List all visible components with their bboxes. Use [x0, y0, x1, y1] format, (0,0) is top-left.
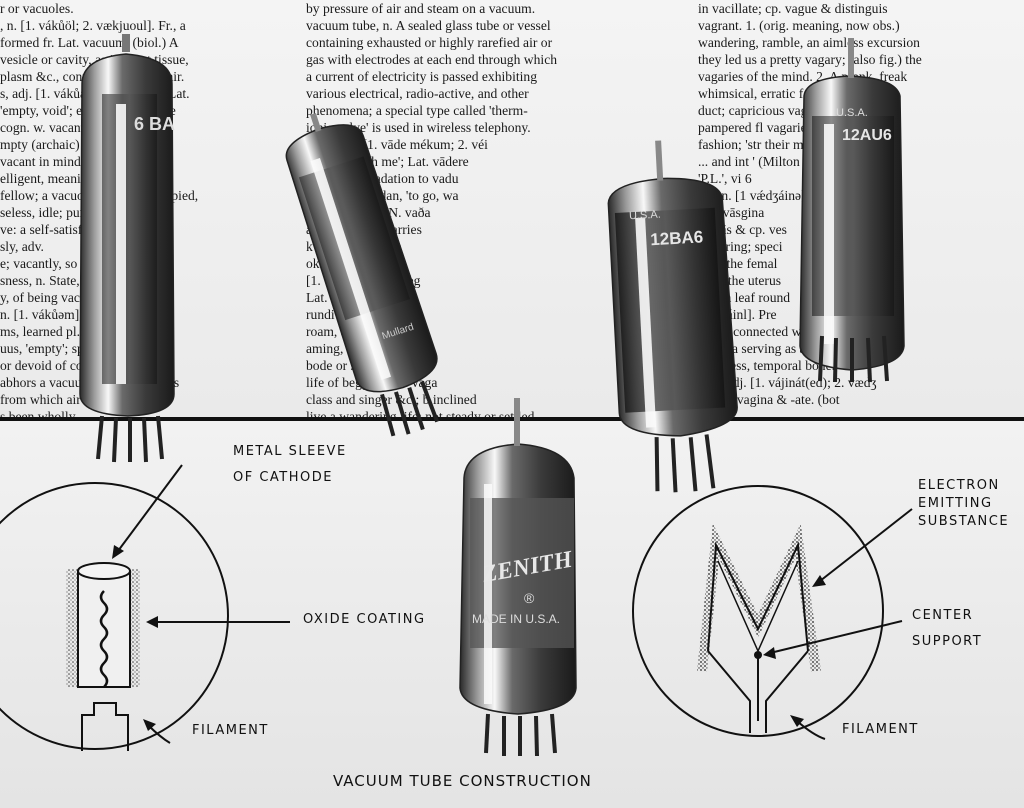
tube3-brand: U.S.A.: [629, 209, 661, 223]
dictionary-line: a current of electricity is passed exhib…: [306, 69, 538, 84]
dictionary-line: ina, n. [1 vǽdʒáinə]. Lat: [698, 188, 831, 203]
dictionary-line: they led us a pretty vagary; (also fig.)…: [698, 52, 922, 67]
label-oxide-coating: OXIDE COATING: [303, 612, 426, 627]
label-electron-2: EMITTING: [918, 496, 993, 511]
tube5-origin: MADE IN U.S.A.: [472, 612, 560, 626]
label-filament-left: FILAMENT: [192, 723, 269, 738]
dictionary-line: in vacillate; cp. vague & distinguis: [698, 1, 888, 16]
dictionary-line: s been wholly: [0, 409, 76, 418]
center-support-dot: [754, 651, 762, 659]
label-filament-right: FILAMENT: [842, 722, 919, 737]
diagram-caption: VACUUM TUBE CONSTRUCTION: [333, 772, 592, 790]
dictionary-line: by pressure of air and steam on a vacuum…: [306, 1, 536, 16]
tube4-marking: 12AU6: [842, 127, 892, 144]
dictionary-line: class and singer &c.; b inclined: [306, 392, 477, 407]
tube5-mark: ®: [524, 590, 535, 606]
dictionary-line: ... and int ' (Milton: [698, 154, 800, 169]
tube4-brand: U.S.A.: [836, 107, 868, 119]
cathode-diagram: [0, 464, 290, 751]
dictionary-line: wandering, ramble, an aimless excursion: [698, 35, 920, 50]
vacuum-tube-3: U.S.A. 12BA6: [607, 140, 738, 493]
vacuum-tube-5: ZENITH ® MADE IN U.S.A.: [459, 398, 577, 757]
label-metal-sleeve-2: OF CATHODE: [233, 470, 333, 485]
dictionary-line: r or vacuoles.: [0, 1, 74, 16]
vacuum-tube-1: 6 BA: [79, 34, 175, 463]
dictionary-line: sly, adv.: [0, 239, 44, 254]
tube3-marking: 12BA6: [650, 227, 704, 249]
dictionary-line: live a wandering life: not steady or set…: [306, 409, 535, 418]
metal-sleeve-shape: [77, 570, 131, 688]
dictionary-line: fashion; 'str their minds: [698, 137, 827, 152]
dictionary-line: containing exhausted or highly rarefied …: [306, 35, 553, 50]
dictionary-line: ionic valve' is used in wireless telepho…: [306, 120, 531, 135]
electron-emitting-shape: [697, 523, 821, 672]
label-metal-sleeve-1: METAL SLEEVE: [233, 444, 347, 459]
divider-rule: [0, 417, 1024, 421]
label-center-support-2: SUPPORT: [912, 634, 983, 649]
vacuum-tube-2: Mullard: [285, 113, 440, 437]
tube1-marking: 6 BA: [134, 114, 175, 134]
dictionary-line: ve: a self-satisfied,: [0, 222, 103, 237]
dictionary-line: phenomena; a special type called 'therm-: [306, 103, 528, 118]
filament-base: [81, 702, 129, 751]
filament-twist: [99, 590, 109, 688]
dictionary-line: sness, n. State,: [0, 273, 80, 288]
dictionary-line: , n. [1. vákůöl; 2. vækjuoul]. Fr., a: [0, 18, 186, 33]
dictionary-line: gas with electrodes at each end through …: [306, 52, 558, 67]
dictionary-line: uus, 'empty'; space: [0, 341, 102, 356]
dictionary-line: 'P.L.', vi 6: [698, 171, 752, 186]
vacuum-tube-4: U.S.A. 12AU6: [799, 38, 905, 383]
label-electron-1: ELECTRON: [918, 478, 1000, 493]
dictionary-line: e(d), adj. [1. vájinát(ed); 2. vædʒ: [698, 375, 877, 390]
label-electron-3: SUBSTANCE: [918, 514, 1010, 529]
dictionary-line: pampered fl vagaries of: [698, 120, 827, 135]
filament-diagram: [632, 485, 913, 740]
filament-circle: [632, 485, 884, 737]
dictionary-line: vagrant. 1. (orig. meaning, now obs.): [698, 18, 900, 33]
dictionary-line: formed fr. Lat. vacuum. (biol.) A: [0, 35, 179, 50]
cathode-circle: [0, 482, 229, 750]
label-center-support-1: CENTER: [912, 608, 974, 623]
dictionary-line: various electrical, radio-active, and ot…: [306, 86, 529, 101]
dictionary-line: vacuum tube, n. A sealed glass tube or v…: [306, 18, 551, 33]
dictionary-line: n. [1. vákůəm], pl.: [0, 307, 101, 322]
